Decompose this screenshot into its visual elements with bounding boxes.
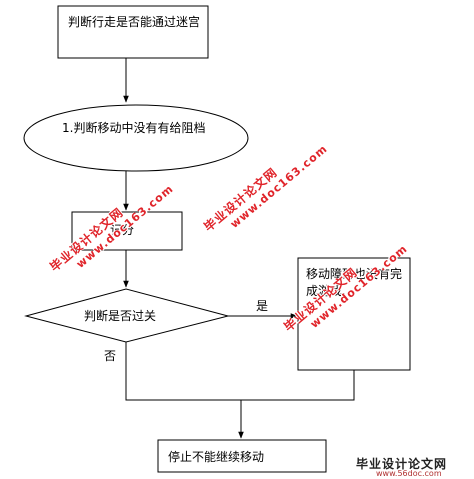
pass-level-label: 判断是否过关 — [84, 309, 157, 323]
no-label: 否 — [104, 349, 117, 363]
corner-watermark: 毕业设计论文网 www.56doc.com — [356, 455, 474, 479]
line-no-branch — [125, 342, 241, 401]
stop-label: 停止不能继续移动 — [168, 450, 265, 464]
corner-watermark-url: www.56doc.com — [376, 469, 442, 478]
check-obstacle-ellipse — [23, 104, 249, 172]
stop-box — [157, 439, 327, 473]
score-box — [71, 211, 183, 251]
move-obstacle-label: 移动障碍也没有完成游戏. — [306, 267, 403, 298]
yes-label: 是 — [256, 299, 269, 313]
start-box — [57, 5, 209, 59]
corner-watermark-title: 毕业设计论文网 — [356, 457, 448, 471]
line-from-box5 — [241, 370, 355, 401]
check-obstacle-label: 1.判断移动中没有有给阻档 — [62, 121, 206, 135]
score-label: 记分 — [110, 223, 135, 237]
start-box-label: 判断行走是否能通过迷宫 — [68, 15, 201, 29]
